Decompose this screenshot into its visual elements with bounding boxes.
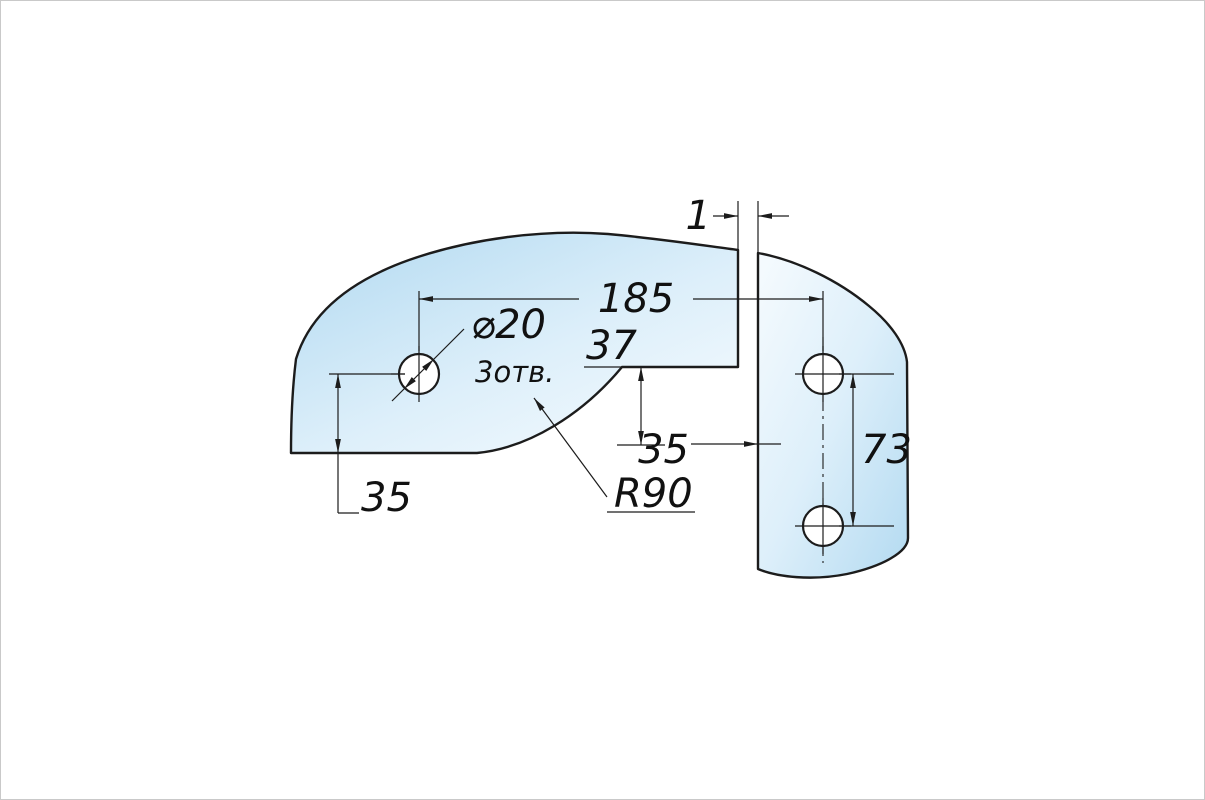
dia-leader-tail-lower (391, 388, 405, 402)
dim-hole-diameter: ⌀20 3отв. (391, 302, 554, 402)
dim-35-right: 35 (638, 427, 781, 473)
dim-label-185: 185 (598, 276, 674, 322)
right-plate-outline (756, 251, 910, 579)
dia-arrow-lower (403, 373, 420, 390)
dim-label-holes-count: 3отв. (475, 355, 554, 389)
dim-label-r90: R90 (614, 471, 693, 517)
dim-slot-width: 1 (686, 193, 789, 255)
dim-label-35-left: 35 (361, 475, 412, 521)
dim-label-hole-diameter: ⌀20 (471, 302, 546, 348)
r90-leader (533, 397, 608, 498)
dim-label-37: 37 (586, 323, 637, 369)
dim-label-slot-width: 1 (686, 193, 711, 239)
dim-37: 37 (584, 323, 665, 446)
dia-leader-tail-upper (433, 328, 465, 360)
dim-73: 73 (839, 373, 912, 527)
dim-r90: R90 (533, 397, 695, 517)
dim-35-left: 35 (329, 373, 412, 521)
left-plate-outline (289, 231, 740, 455)
dim-185: 185 (418, 276, 824, 351)
dia-arrow-upper (418, 358, 435, 375)
dim-label-73: 73 (861, 427, 912, 473)
dim-label-35-right: 35 (638, 427, 689, 473)
part-right-plate (756, 251, 910, 579)
